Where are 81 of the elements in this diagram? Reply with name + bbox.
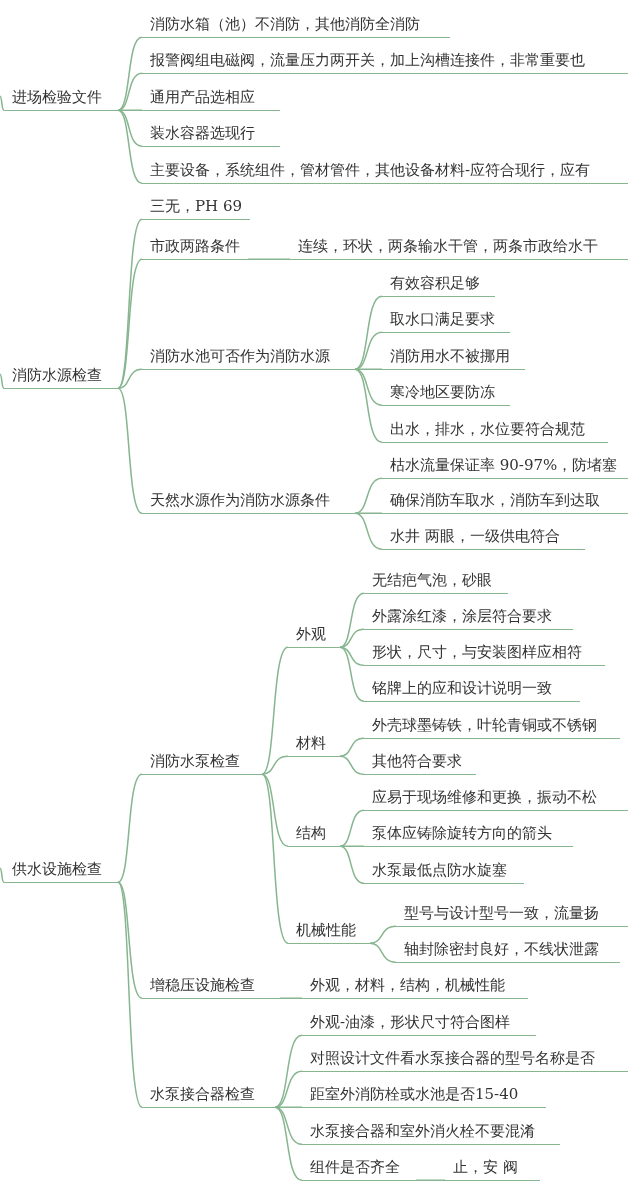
topic-label: 无结疤气泡，砂眼 [364,568,508,594]
branch-line [354,477,383,514]
branch-line [339,646,365,702]
topic-label: 消防用水不被挪用 [382,344,525,370]
topic-label: 消防水箱（池）不消防，其他消防全消防 [142,12,450,38]
topic-label: 其他符合要求 [364,749,476,775]
branch-line [369,925,397,944]
topic-label: 水泵接合器检查 [142,1082,275,1108]
topic-label: 主要设备，系统组件，管材管件，其他设备材料-应符合现行，应有 [142,158,628,184]
topic-label: 水井 两眼，一级供电符合 [382,524,585,550]
branch-line [261,755,289,775]
topic-label: 铭牌上的应和设计说明一致 [364,676,580,702]
topic-label: 材料 [288,731,340,757]
branch-line [339,737,365,757]
topic-label: 外观，材料，结构，机械性能 [302,973,528,999]
topic-label: 外观-油漆，形状尺寸符合图样 [302,1010,536,1036]
branch-line [274,1106,303,1181]
topic-label: 天然水源作为消防水源条件 [142,488,355,514]
branch-line [415,1179,446,1181]
topic-label: 泵体应铸除旋转方向的箭头 [364,821,573,847]
topic-label: 结构 [288,821,340,847]
branch-line [117,109,143,184]
topic-label: 形状，尺寸，与安装图样应相符 [364,640,605,666]
topic-label: 应易于现场维修和更换，振动不松 [364,785,628,811]
topic-label: 供水设施检查 [4,857,118,883]
topic-label: 报警阀组电磁阀，流量压力两开关，加上沟槽连接件，非常重要也 [142,48,628,74]
branch-line [369,942,397,963]
topic-label: 装水容器选现行 [142,121,280,147]
topic-label: 机械性能 [288,918,370,944]
topic-label: 距室外消防栓或水池是否15-40 [302,1082,546,1108]
topic-label: 消防水源检查 [4,363,118,389]
topic-label: 水泵接合器和室外消火栓不要混淆 [302,1119,560,1145]
topic-label: 取水口满足要求 [382,307,510,333]
topic-label: 确保消防车取水，消防车到达取 [382,488,628,514]
topic-label: 增稳压设施检查 [142,973,280,999]
topic-label: 消防水池可否作为消防水源 [142,344,355,370]
topic-label: 连续，环状，两条输水干管，两条市政给水干 [290,234,628,260]
branch-line [117,881,143,1108]
branch-line [354,295,383,370]
branch-line [117,218,143,389]
branch-line [0,867,5,883]
branch-line [339,755,365,775]
topic-label: 轴封除密封良好，不线状泄露 [396,937,620,963]
branch-line [354,512,383,550]
topic-label: 外露涂红漆，涂层符合要求 [364,604,573,630]
branch-line [117,387,143,514]
branch-line [261,646,289,775]
branch-line [117,368,143,389]
branch-line [261,773,289,847]
topic-label: 通用产品选相应 [142,85,280,111]
branch-line [354,368,383,443]
branch-line [117,36,143,111]
branch-line [339,845,365,884]
topic-label: 组件是否齐全 [302,1155,416,1181]
branch-line [117,258,143,389]
topic-label: 外壳球墨铸铁，叶轮青铜或不锈钢 [364,713,620,739]
topic-label: 有效容积足够 [382,271,495,297]
branch-line [0,95,5,111]
topic-label: 枯水流量保证率 90-97%，防堵塞 [382,453,628,479]
branch-line [117,773,143,883]
branch-line [339,809,365,847]
branch-line [339,592,365,648]
branch-line [261,773,289,944]
topic-label: 三无，PH 69 [142,194,250,220]
branch-line [117,881,143,999]
branch-line [247,258,291,260]
branch-line [339,628,365,648]
branch-line [279,997,303,999]
topic-label: 进场检验文件 [4,85,118,111]
topic-label: 外观 [288,622,340,648]
topic-label: 市政两路条件 [142,234,248,260]
topic-label: 寒冷地区要防冻 [382,380,510,406]
branch-line [274,1034,303,1108]
topic-label: 止，安 阀 [445,1155,540,1181]
topic-label: 型号与设计型号一致，流量扬 [396,901,628,927]
topic-label: 出水，排水，水位要符合规范 [382,417,608,443]
topic-label: 对照设计文件看水泵接合器的型号名称是否 [302,1046,628,1072]
topic-label: 水泵最低点防水旋塞 [364,858,524,884]
branch-line [0,373,5,389]
topic-label: 消防水泵检查 [142,749,262,775]
branch-line [117,72,143,111]
